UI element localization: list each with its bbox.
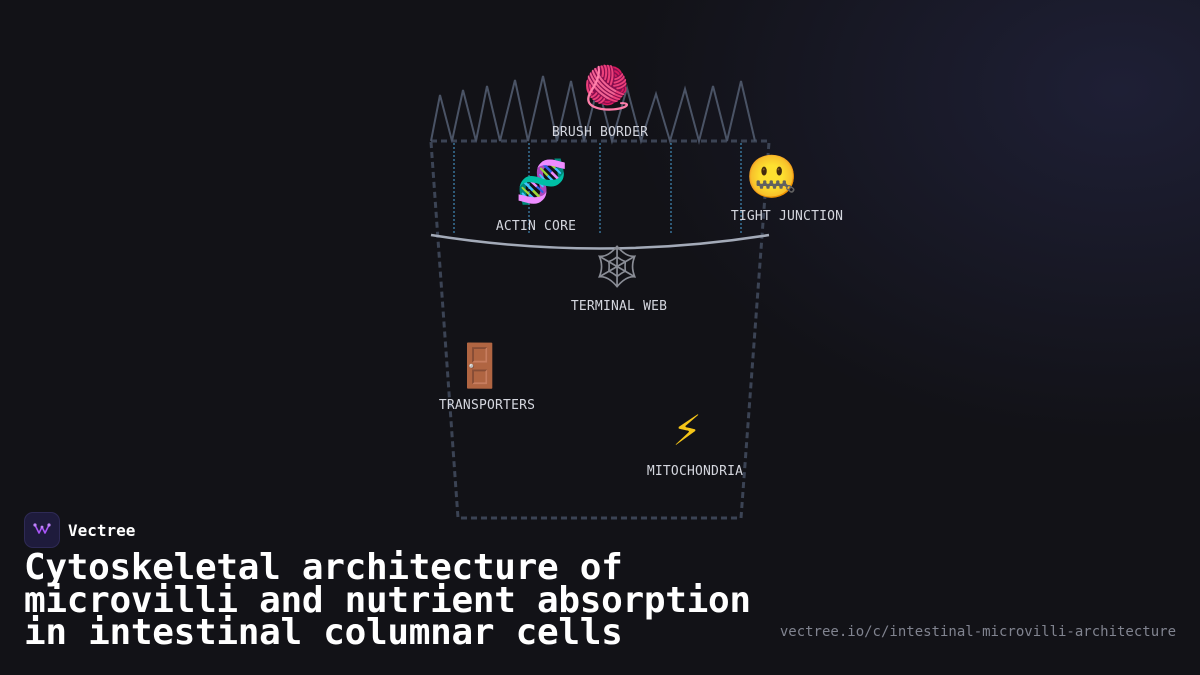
lightning-icon: ⚡ [672, 406, 702, 455]
label-actin-core: ACTIN CORE [495, 219, 577, 234]
page-title: Cytoskeletal architecture of microvilli … [24, 547, 751, 653]
door-icon: 🚪 [453, 341, 507, 390]
microvilli-brush-border [430, 75, 756, 145]
yarn-icon: 🧶 [580, 63, 634, 112]
brand[interactable]: Vectree [24, 512, 135, 548]
label-tight-junction: TIGHT JUNCTION [730, 209, 844, 224]
source-url[interactable]: vectree.io/c/intestinal-microvilli-archi… [779, 624, 1176, 640]
terminal-web-curve [430, 233, 770, 250]
vectree-logo-icon [24, 512, 60, 548]
spider-web-icon: 🕸 [590, 242, 644, 291]
cell-outline [429, 141, 771, 520]
actin-filaments [453, 143, 742, 234]
label-transporters: TRANSPORTERS [438, 398, 536, 413]
label-mitochondria: MITOCHONDRIA [646, 464, 744, 479]
brand-name: Vectree [68, 520, 136, 540]
label-brush-border: BRUSH BORDER [551, 125, 649, 140]
zipper-mouth-icon: 🤐 [745, 152, 799, 201]
dna-icon: 🧬 [515, 157, 569, 206]
label-terminal-web: TERMINAL WEB [570, 299, 668, 314]
